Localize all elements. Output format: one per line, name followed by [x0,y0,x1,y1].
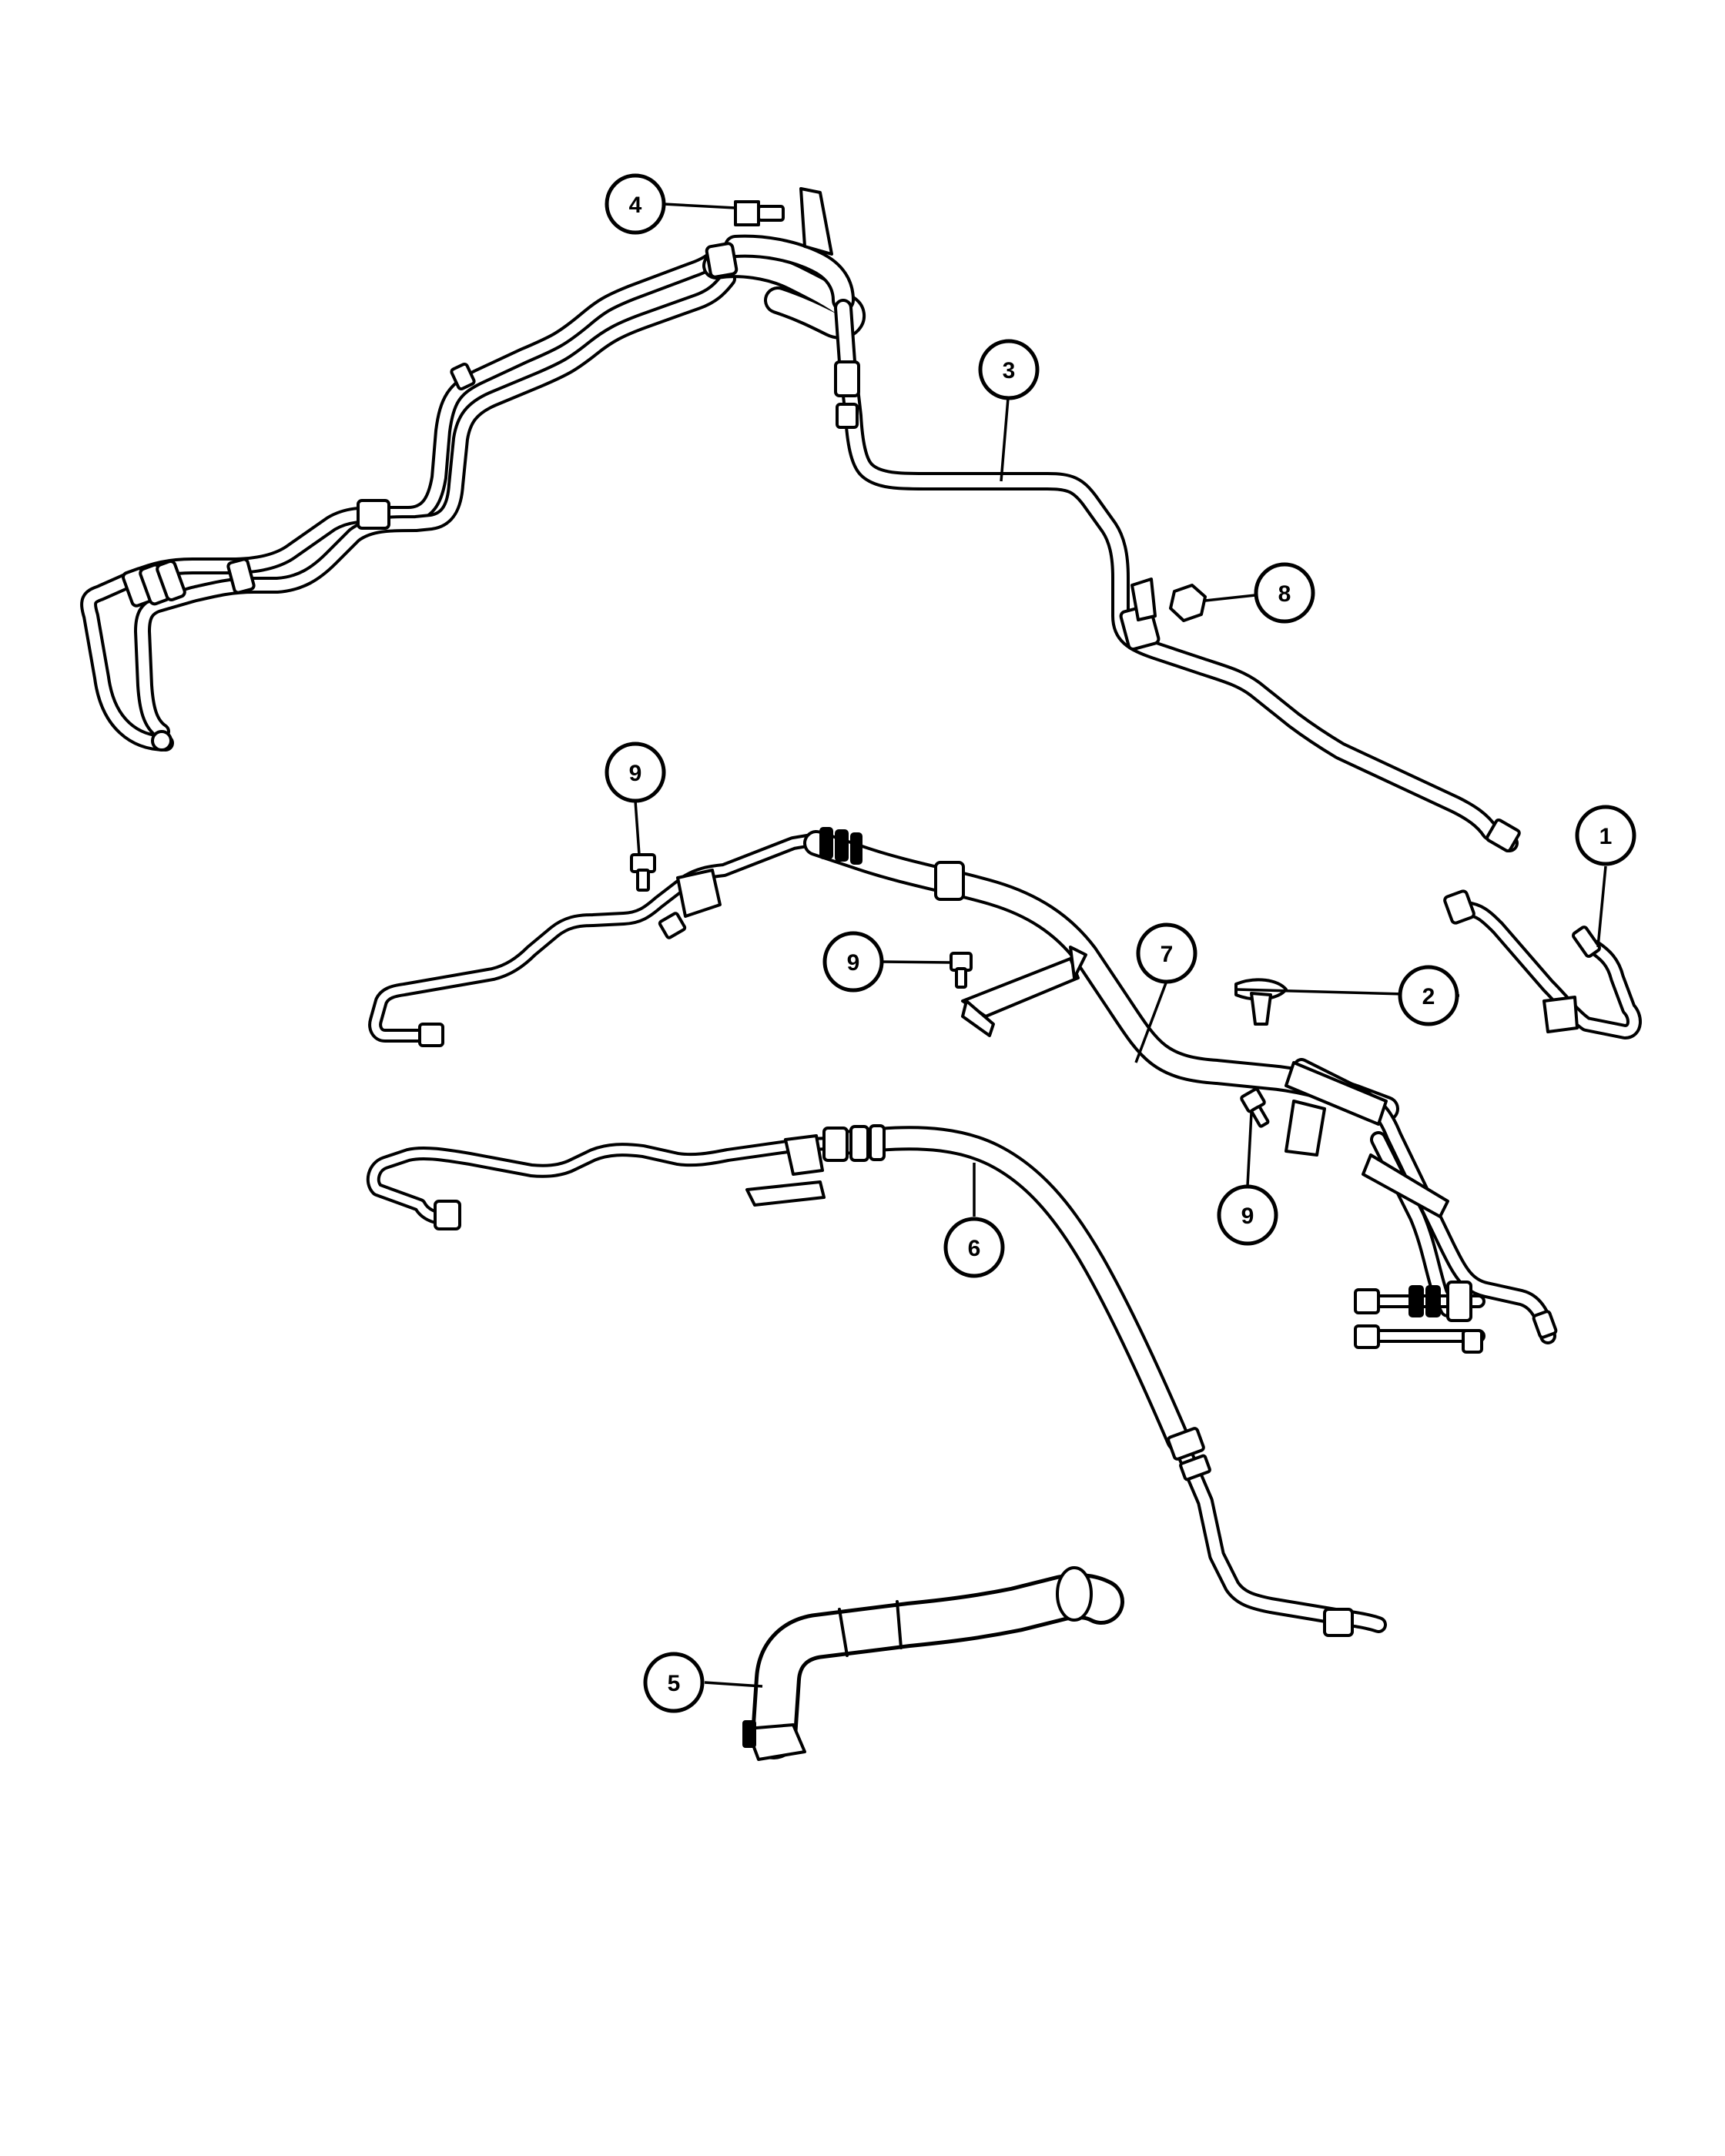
leader-4 [663,203,736,209]
callout-2: 2 [1398,965,1459,1026]
leader-9a [634,800,641,855]
hose-3-upper-loop [702,234,866,340]
callout-label: 9 [847,950,860,976]
callout-label: 3 [1003,358,1016,383]
callout-4: 4 [605,173,666,235]
hose-6 [366,1124,1387,1637]
bolt-9a [630,853,656,892]
callout-label: 8 [1278,581,1291,607]
callout-9c: 9 [1217,1184,1278,1246]
bolt-9b [950,952,973,989]
hose-6-fittings [434,1124,1354,1637]
leader-3 [1000,388,1010,482]
leader-5 [704,1681,763,1688]
callout-label: 4 [629,192,642,218]
hose-5 [742,1566,1124,1761]
bolt-4 [734,200,785,226]
bolt-9c [1240,1087,1270,1128]
callout-label: 1 [1599,824,1613,849]
callout-7: 7 [1136,922,1197,984]
callout-label: 9 [1241,1204,1254,1229]
callout-1: 1 [1575,805,1636,866]
hose-7-fittings [418,827,1558,1354]
leader-1 [1596,865,1607,948]
callout-9a: 9 [605,742,666,803]
part-1-tube [1443,889,1642,1040]
leader-9c [1246,1112,1253,1187]
callout-label: 7 [1161,942,1174,967]
hose-3-right-section [834,299,1519,852]
callout-label: 5 [668,1671,681,1696]
leader-8 [1204,594,1256,602]
callout-label: 2 [1422,984,1435,1009]
hose-7 [368,827,1558,1354]
callout-label: 9 [629,761,642,786]
leader-lines [634,203,1607,1688]
leader-7 [1134,980,1168,1063]
callout-9b: 9 [822,931,884,993]
hose-3-fittings [122,187,1521,853]
pushpin-2 [1234,978,1288,1026]
callout-3: 3 [978,339,1040,400]
callout-label: 6 [968,1236,981,1261]
hose-3-tube-b [134,270,736,740]
hose-3 [80,187,1521,853]
callout-6: 6 [943,1217,1005,1278]
callout-8: 8 [1254,562,1315,624]
nut-8 [1169,584,1207,622]
callout-5: 5 [643,1652,705,1713]
